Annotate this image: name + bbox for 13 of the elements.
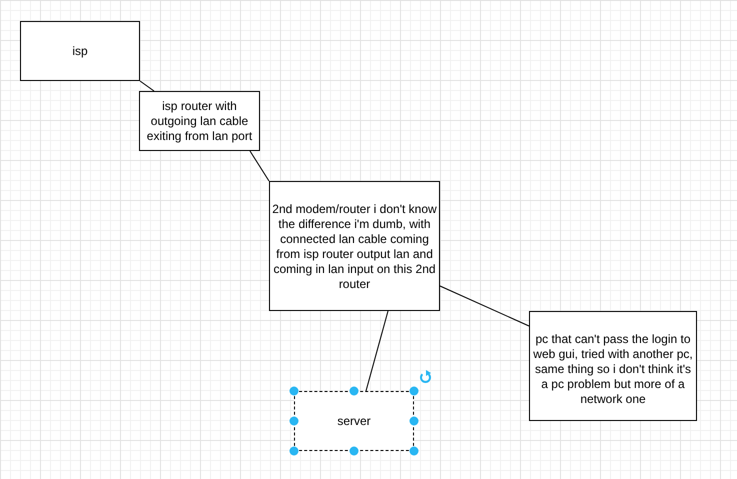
node-label: server: [337, 414, 371, 428]
node-label: isp router with outgoing lan cable exiting from lan port: [146, 98, 254, 144]
process-box: [529, 311, 697, 421]
node-label: isp: [72, 44, 88, 58]
connector-line: [250, 150, 270, 182]
node-label: pc that can't pass the login to web gui, tried with another pc, same thing so i don't think it's a pc problem but more of a network one: [532, 332, 694, 407]
connector-line: [440, 286, 530, 326]
process-box: [139, 91, 260, 151]
connector-line: [366, 310, 388, 392]
process-box: [20, 21, 140, 81]
process-box: [269, 181, 440, 311]
node-label: 2nd modem/router i don't know the difference i'm dumb, with connected lan cable coming from isp router output lan and coming in lan input on this 2nd router: [272, 202, 437, 292]
connector-line: [140, 80, 154, 92]
